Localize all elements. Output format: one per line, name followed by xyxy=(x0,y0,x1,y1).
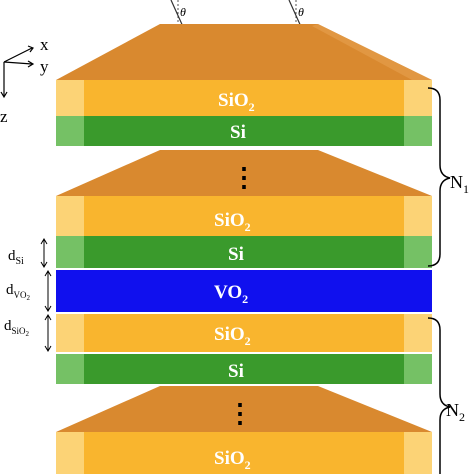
prism-top xyxy=(56,24,432,80)
svg-text:SiO2: SiO2 xyxy=(214,448,251,472)
svg-text:Si: Si xyxy=(230,122,246,143)
axis-y-label: y xyxy=(40,57,49,76)
theta-label-right: θ xyxy=(298,5,304,19)
d-sio2-label: dSiO2 xyxy=(4,318,30,338)
si-layer-3: Si xyxy=(56,354,432,384)
sio2-layer-1: SiO2 xyxy=(56,80,432,116)
thickness-indicator-sio2 xyxy=(44,314,52,352)
si-layer-2: Si xyxy=(56,236,432,268)
vo2-layer: VO2 xyxy=(56,270,432,312)
svg-text:VO2: VO2 xyxy=(214,282,248,306)
brace-n2: N2 xyxy=(427,317,465,474)
coordinate-axes xyxy=(0,45,35,99)
sio2-layer-3: SiO2 xyxy=(56,314,432,352)
svg-text:SiO2: SiO2 xyxy=(218,90,255,114)
brace-n1: N1 xyxy=(427,87,469,267)
ellipsis-2: ⋮ xyxy=(227,399,253,428)
svg-text:SiO2: SiO2 xyxy=(214,324,251,348)
si-layer-1: Si xyxy=(56,116,432,146)
n1-label: N1 xyxy=(450,172,469,196)
ellipsis-1: ⋮ xyxy=(231,163,257,192)
prism-middle-2: ⋮ xyxy=(56,386,432,432)
svg-text:Si: Si xyxy=(228,361,244,382)
theta-label-left: θ xyxy=(180,5,186,19)
axis-x-label: x xyxy=(40,35,49,54)
sio2-layer-4: SiO2 xyxy=(56,432,432,474)
svg-text:Si: Si xyxy=(228,244,244,265)
n2-label: N2 xyxy=(446,400,465,424)
sio2-layer-2: SiO2 xyxy=(56,196,432,236)
d-si-label: dSi xyxy=(8,248,24,267)
axis-z-label: z xyxy=(0,107,8,126)
prism-middle-1: ⋮ xyxy=(56,150,432,196)
thickness-indicator-si xyxy=(40,238,48,268)
svg-text:SiO2: SiO2 xyxy=(214,210,251,234)
d-vo2-label: dVO2 xyxy=(6,282,31,302)
thickness-indicator-vo2 xyxy=(44,270,52,312)
